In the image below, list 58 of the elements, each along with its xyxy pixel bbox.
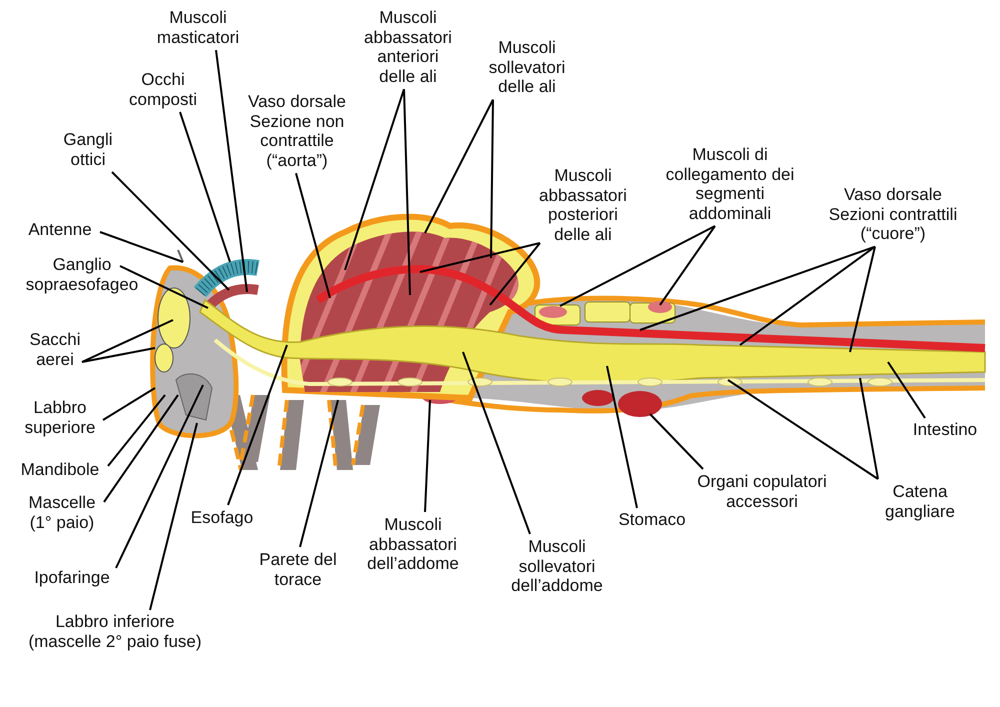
leader-line (215, 50, 248, 292)
part-label: Vaso dorsale Sezione non contrattile (“aorta”) (242, 92, 352, 170)
leader-line (739, 246, 876, 346)
leader-line (424, 99, 494, 234)
leader-line (560, 225, 716, 307)
leader-line (82, 347, 156, 363)
part-label: Esofago (182, 508, 262, 528)
leader-line (887, 361, 926, 419)
part-label: Muscoli abbassatori anteriori delle ali (358, 8, 458, 86)
part-label: Labbro inferiore (mascelle 2° paio fuse) (17, 612, 213, 652)
part-label: Sacchi aerei (20, 330, 90, 370)
leader-line (344, 88, 405, 270)
part-label: Parete del torace (246, 550, 350, 590)
leader-line (111, 171, 230, 291)
leader-line (120, 265, 208, 309)
leader-line (102, 387, 156, 421)
part-label: Antenne (15, 220, 105, 240)
leader-line (490, 100, 494, 258)
part-label: Vaso dorsale Sezioni contrattili (“cuore”) (819, 185, 967, 244)
part-label: Ganglio sopraesofageo (17, 255, 147, 294)
leader-line (420, 242, 540, 273)
leader-line (82, 319, 174, 363)
part-label: Muscoli abbassatori posteriori delle ali (533, 166, 633, 244)
part-label: Mascelle (1° paio) (22, 493, 102, 532)
part-label: Catena gangliare (875, 482, 965, 522)
leader-line (462, 352, 531, 534)
part-label: Muscoli abbassatori dell’addome (358, 515, 468, 574)
leader-line (489, 242, 541, 306)
leader-line (649, 413, 704, 470)
part-label: Occhi composti (123, 70, 203, 110)
leader-line (424, 400, 431, 512)
part-label: Organi copulatori accessori (677, 472, 847, 512)
leader-line (100, 231, 184, 263)
leader-line (640, 246, 876, 331)
leader-line (849, 246, 876, 352)
part-label: Gangli ottici (53, 130, 123, 170)
leader-line (659, 225, 716, 306)
leader-line (227, 344, 288, 506)
part-label: Muscoli masticatori (148, 8, 248, 48)
part-label: Mandibole (10, 460, 110, 480)
leader-line (179, 112, 231, 262)
part-label: Muscoli sollevatori dell’addome (502, 537, 612, 596)
leader-line (727, 379, 879, 480)
leader-line (299, 400, 339, 548)
part-label: Ipofaringe (22, 568, 122, 588)
part-label: Labbro superiore (15, 398, 105, 438)
leader-line (103, 394, 179, 503)
leader-line (295, 172, 331, 298)
leader-line (859, 378, 879, 480)
leader-line (403, 89, 411, 296)
leader-line (107, 394, 166, 467)
part-label: Intestino (900, 420, 990, 440)
leader-line (149, 422, 198, 610)
part-label: Muscoli di collegamento dei segmenti addominali (665, 145, 795, 224)
part-label: Muscoli sollevatori delle ali (477, 38, 577, 97)
part-label: Stomaco (607, 510, 697, 530)
leader-line (606, 366, 638, 508)
leader-line (115, 384, 204, 568)
